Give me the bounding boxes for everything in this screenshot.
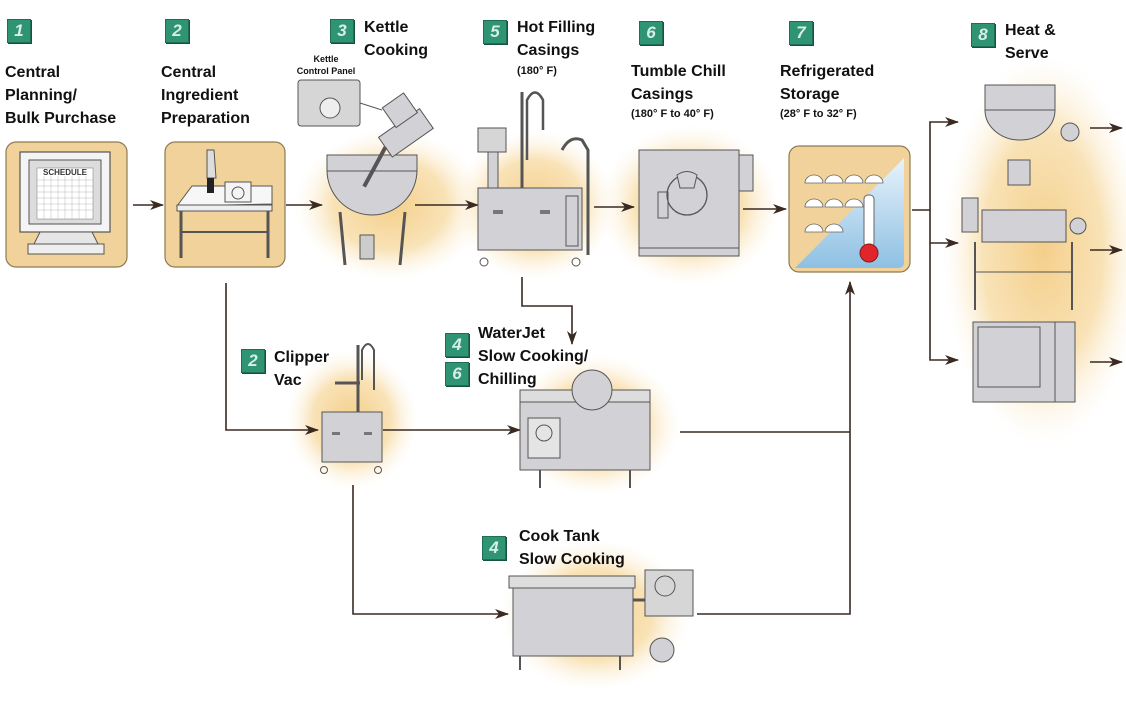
label-line: Casings (631, 86, 694, 103)
label-line: Slow Cooking/ (478, 348, 589, 365)
waterjet-tank-icon (519, 369, 651, 488)
label-line: Chilling (478, 371, 537, 388)
edge-s2b-s4 (352, 485, 509, 619)
label-line: Casings (517, 42, 580, 59)
clipper-vac-badge: 2 (241, 349, 265, 373)
step-1-badge: 1 (7, 19, 31, 43)
kettle-control-panel-label: Kettle Control Panel (285, 53, 367, 77)
step-5-badge: 5 (483, 20, 507, 44)
clipper-vac-icon (320, 343, 383, 474)
kettle-icon (297, 79, 434, 266)
step-5-label: Hot Filling Casings (517, 16, 595, 62)
step-8-badge: 8 (971, 23, 995, 47)
label-line: Tumble Chill (631, 63, 726, 80)
tumble-chiller-icon (638, 149, 754, 257)
label-line: Clipper (274, 349, 330, 366)
label-line: Storage (780, 86, 840, 103)
tilting-skillet-icon (961, 197, 1087, 310)
cook-tank-badge: 4 (482, 536, 506, 560)
label-line: Kettle (364, 19, 409, 36)
step-2-label: Central Ingredient Preparation (161, 61, 250, 130)
step-2-badge: 2 (165, 19, 189, 43)
label-line: Bulk Purchase (5, 110, 117, 127)
label-line: Kettle (313, 54, 339, 64)
label-line: Vac (274, 372, 302, 389)
label-line: Cook Tank (519, 528, 600, 545)
step-6-temp: (180° F to 40° F) (631, 108, 714, 120)
step-3-label: Kettle Cooking (364, 16, 428, 62)
waterjet-label: WaterJet Slow Cooking/ Chilling (478, 322, 588, 391)
refrigerator-thermometer-icon (788, 145, 911, 273)
serving-equipment-icon (961, 84, 1087, 403)
label-line: Hot Filling (517, 19, 596, 36)
steam-kettle-icon (984, 84, 1080, 186)
label-line: Preparation (161, 110, 250, 127)
label-line: Planning/ (5, 87, 77, 104)
label-line: Serve (1005, 45, 1049, 62)
step-8-label: Heat & Serve (1005, 19, 1056, 65)
prep-table-icon (164, 141, 286, 268)
label-line: Control Panel (296, 66, 356, 76)
clipper-vac-label: Clipper Vac (274, 346, 329, 392)
cook-tank-icon (508, 569, 694, 670)
computer-schedule-icon: SCHEDULE (5, 141, 128, 268)
step-6-label: Tumble Chill Casings (631, 60, 726, 106)
step-3-badge: 3 (330, 19, 354, 43)
schedule-grid (37, 176, 93, 219)
step-6-badge: 6 (639, 21, 663, 45)
edge-s7-s8 (912, 117, 959, 211)
schedule-screen-text: SCHEDULE (43, 168, 88, 177)
edge-s4-s7 (697, 281, 855, 615)
label-line: Slow Cooking (519, 551, 625, 568)
step-5-temp: (180° F) (517, 65, 557, 77)
label-line: Refrigerated (780, 63, 875, 80)
edge-s2-s2b (225, 283, 319, 435)
edge-s7-s8-oven (929, 243, 959, 365)
step-1-label: Central Planning/ Bulk Purchase (5, 61, 116, 130)
step-7-label: Refrigerated Storage (780, 60, 874, 106)
filling-station-icon (477, 91, 590, 267)
combi-oven-icon (972, 321, 1076, 403)
label-line: Central (161, 64, 217, 81)
label-line: Central (5, 64, 61, 81)
label-line: Cooking (364, 42, 428, 59)
step-7-temp: (28° F to 32° F) (780, 108, 857, 120)
step-7-badge: 7 (789, 21, 813, 45)
waterjet-badge-4: 4 (445, 333, 469, 357)
label-line: Ingredient (161, 87, 239, 104)
label-line: Heat & (1005, 22, 1056, 39)
label-line: WaterJet (478, 325, 545, 342)
cook-tank-label: Cook Tank Slow Cooking (519, 525, 625, 571)
waterjet-badge-6: 6 (445, 362, 469, 386)
flow-connectors (133, 117, 1123, 619)
edge-s5-s46 (521, 277, 577, 345)
